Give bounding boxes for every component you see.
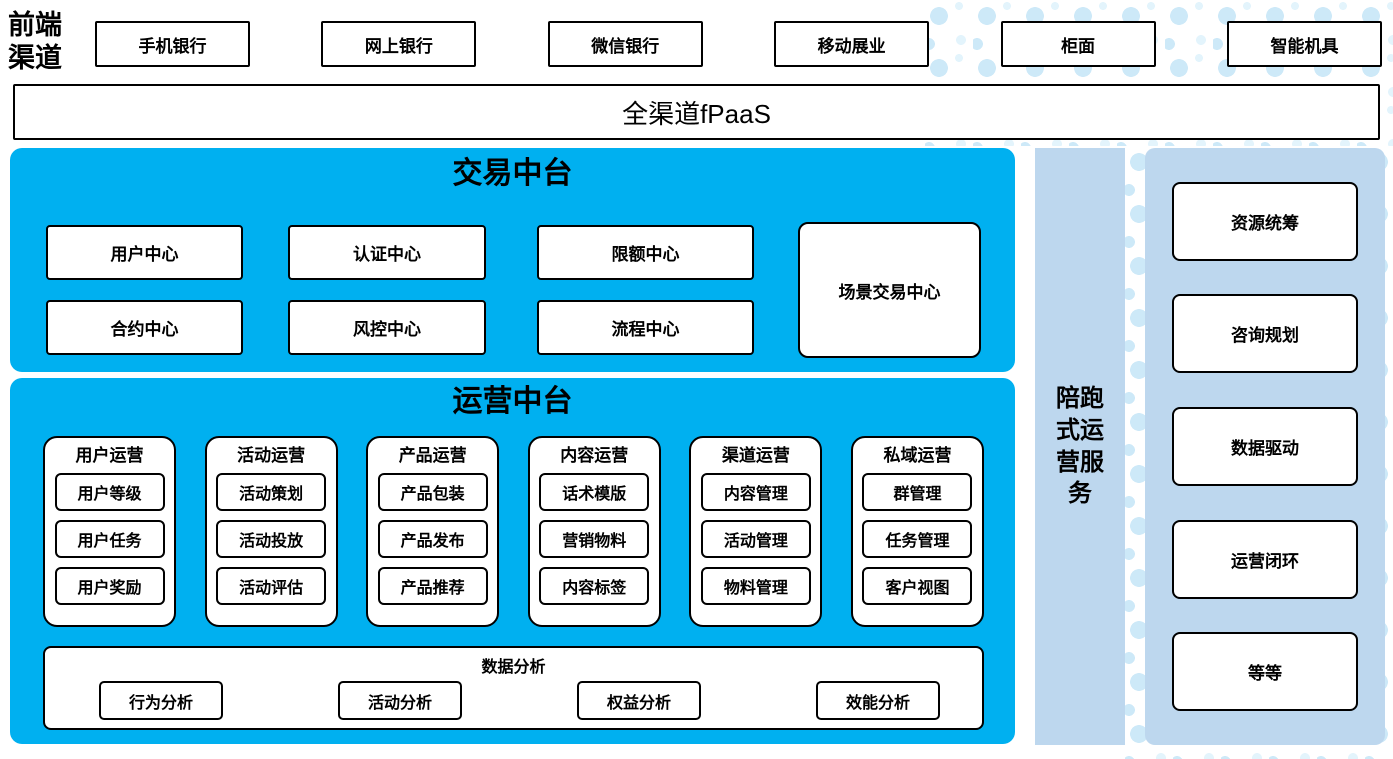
- ops-item: 任务管理: [862, 519, 973, 558]
- data-analysis-group: 数据分析 行为分析 活动分析 权益分析 效能分析: [43, 646, 984, 730]
- ops-item: 用户任务: [54, 519, 165, 558]
- channel-box-smart-devices: 智能机具: [1226, 21, 1382, 67]
- channel-box-mobile-banking: 手机银行: [95, 21, 250, 67]
- ops-item: 用户奖励: [54, 566, 165, 605]
- ops-item: 物料管理: [700, 566, 811, 605]
- ops-item: 活动管理: [700, 519, 811, 558]
- trade-platform-panel: 交易中台 用户中心 认证中心 限额中心 合约中心 风控中心 流程中心 场景交易中…: [10, 148, 1015, 372]
- service-box-consulting-planning: 咨询规划: [1172, 294, 1358, 374]
- ops-columns: 用户运营 用户等级 用户任务 用户奖励 活动运营 活动策划 活动投放 活动评估 …: [43, 436, 984, 627]
- channel-box-mobile-outreach: 移动展业: [774, 21, 930, 67]
- ops-item: 群管理: [862, 472, 973, 511]
- trade-box-limit-center: 限额中心: [537, 225, 754, 280]
- ops-item: 产品包装: [377, 472, 488, 511]
- service-box-etc: 等等: [1172, 632, 1358, 712]
- ops-column-product-ops: 产品运营 产品包装 产品发布 产品推荐: [366, 436, 500, 627]
- service-panel: 资源统筹 咨询规划 数据驱动 运营闭环 等等: [1145, 148, 1385, 745]
- fpaas-bar: 全渠道fPaaS: [13, 84, 1380, 140]
- trade-platform-title: 交易中台: [452, 157, 573, 190]
- front-channels-label-line2: 渠道: [8, 42, 62, 73]
- ops-column-content-ops: 内容运营 话术模版 营销物料 内容标签: [527, 436, 661, 627]
- ops-item: 产品发布: [377, 519, 488, 558]
- ops-item: 营销物料: [539, 519, 650, 558]
- channel-box-online-banking: 网上银行: [321, 21, 477, 67]
- ops-column-header: 活动运营: [237, 446, 306, 465]
- analysis-box-activity: 活动分析: [338, 681, 462, 720]
- ops-item: 产品推荐: [377, 566, 488, 605]
- front-channel-row: 手机银行 网上银行 微信银行 移动展业 柜面 智能机具: [95, 21, 1382, 67]
- companion-ops-service-bar: 陪跑式运营服务: [1035, 148, 1125, 745]
- ops-item: 内容标签: [539, 566, 650, 605]
- analysis-box-behavior: 行为分析: [99, 681, 223, 720]
- data-analysis-row: 行为分析 活动分析 权益分析 效能分析: [99, 681, 940, 720]
- trade-box-risk-center: 风控中心: [288, 300, 486, 355]
- ops-platform-title: 运营中台: [452, 385, 573, 418]
- ops-column-channel-ops: 渠道运营 内容管理 活动管理 物料管理: [689, 436, 823, 627]
- ops-item: 用户等级: [54, 472, 165, 511]
- ops-column-header: 渠道运营: [721, 446, 790, 465]
- ops-column-header: 私域运营: [883, 446, 952, 465]
- ops-item: 内容管理: [700, 472, 811, 511]
- trade-box-contract-center: 合约中心: [46, 300, 243, 355]
- ops-platform-panel: 运营中台 用户运营 用户等级 用户任务 用户奖励 活动运营 活动策划 活动投放 …: [10, 378, 1015, 744]
- trade-box-scene-trade-center: 场景交易中心: [798, 222, 981, 358]
- channel-box-wechat-banking: 微信银行: [547, 21, 703, 67]
- channel-box-counter: 柜面: [1000, 21, 1156, 67]
- trade-box-auth-center: 认证中心: [288, 225, 486, 280]
- ops-column-header: 用户运营: [75, 446, 144, 465]
- trade-box-user-center: 用户中心: [46, 225, 243, 280]
- service-box-ops-closed-loop: 运营闭环: [1172, 519, 1358, 599]
- companion-ops-service-label: 陪跑式运营服务: [1056, 385, 1104, 508]
- ops-column-user-ops: 用户运营 用户等级 用户任务 用户奖励: [43, 436, 176, 627]
- ops-item: 活动评估: [216, 566, 327, 605]
- ops-column-header: 产品运营: [398, 446, 467, 465]
- ops-item: 话术模版: [539, 472, 650, 511]
- trade-box-process-center: 流程中心: [537, 300, 754, 355]
- front-channels-label-line1: 前端: [8, 10, 62, 40]
- analysis-box-benefit: 权益分析: [577, 681, 701, 720]
- analysis-box-efficiency: 效能分析: [816, 681, 940, 720]
- ops-column-header: 内容运营: [560, 446, 629, 465]
- ops-item: 活动策划: [216, 472, 327, 511]
- front-channels-label: 前端 渠道: [8, 9, 88, 75]
- service-box-data-driven: 数据驱动: [1172, 406, 1358, 486]
- ops-item: 活动投放: [216, 519, 327, 558]
- data-analysis-title: 数据分析: [481, 659, 546, 676]
- service-box-resource-planning: 资源统筹: [1172, 181, 1358, 261]
- ops-column-activity-ops: 活动运营 活动策划 活动投放 活动评估: [204, 436, 338, 627]
- ops-item: 客户视图: [862, 566, 973, 605]
- ops-column-private-domain-ops: 私域运营 群管理 任务管理 客户视图: [850, 436, 984, 627]
